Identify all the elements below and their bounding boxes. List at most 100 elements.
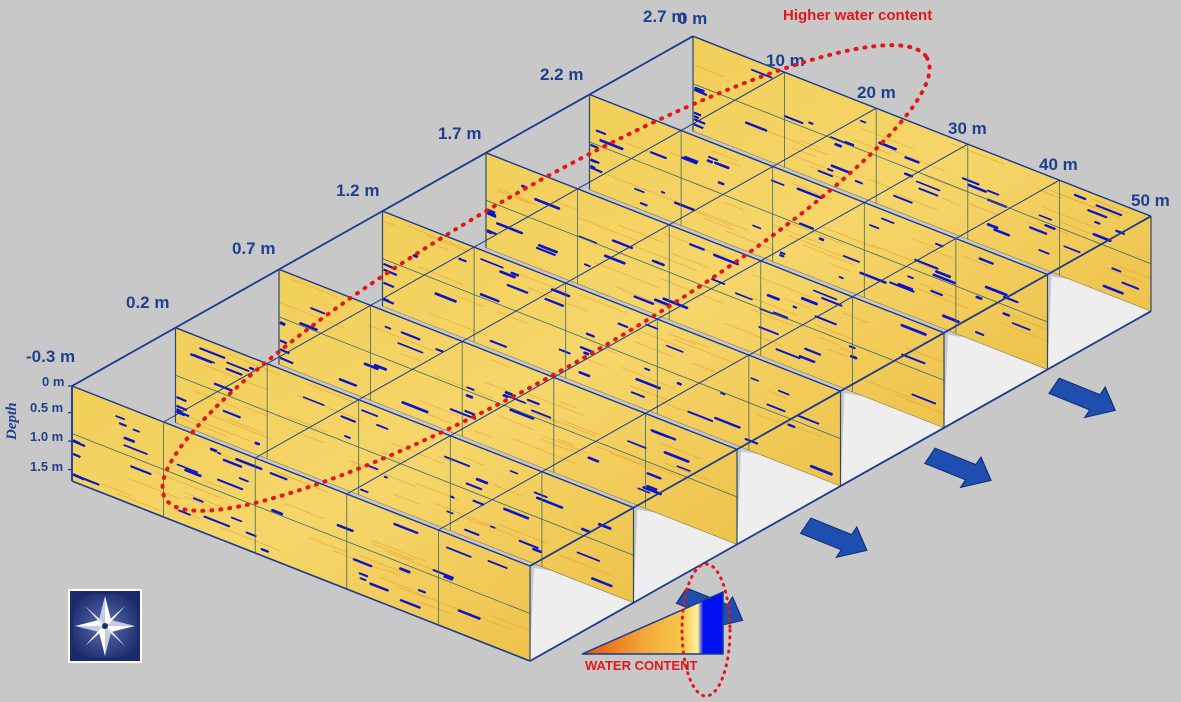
panel-texture (433, 502, 498, 529)
panel-texture (290, 278, 338, 298)
panel-texture (710, 149, 739, 162)
panel-texture (866, 380, 917, 401)
reflector (915, 180, 941, 192)
panel-texture (894, 192, 939, 211)
panel-texture (229, 354, 281, 375)
reflector (986, 189, 1000, 196)
reflector (666, 344, 684, 353)
panel-texture (579, 294, 626, 314)
reflector (340, 415, 356, 423)
reflector (1038, 214, 1052, 221)
panel-texture (456, 295, 485, 307)
reflector (245, 531, 257, 538)
edge-reflector (72, 473, 82, 479)
depth-tick-0: 0 m (42, 374, 64, 389)
profile-panels (71, 35, 1152, 662)
panel-texture (100, 483, 132, 496)
reflector (503, 393, 526, 404)
edge-reflector (279, 356, 294, 365)
panel-texture (543, 435, 587, 454)
panel-texture (183, 496, 212, 508)
reflector (363, 362, 379, 371)
reflector (535, 496, 564, 509)
panel-texture (371, 542, 415, 561)
panel-texture (765, 129, 829, 156)
reflector (783, 115, 804, 125)
reflector (717, 181, 725, 186)
reflector (509, 408, 535, 420)
panel-texture (814, 323, 853, 340)
reflector (475, 477, 489, 485)
panel-texture (798, 139, 821, 149)
reflector (750, 377, 759, 382)
reflector (1092, 232, 1112, 243)
reflector (849, 354, 858, 360)
panel-texture (790, 223, 843, 245)
compass-rose-icon (75, 596, 135, 656)
reflector (814, 315, 837, 326)
reflector (812, 289, 838, 301)
reflector (676, 465, 691, 472)
reflector (537, 243, 558, 254)
reflector (646, 472, 662, 480)
reflector (720, 392, 726, 396)
reflector (642, 486, 662, 496)
transverse-line-40m (438, 179, 1060, 531)
offset-label-line-3: 0.7 m (232, 239, 275, 258)
axis-labels: 0 m 10 m 20 m 30 m 40 m 50 m -0.3 m 0.2 … (4, 7, 1170, 474)
panel-texture (496, 190, 531, 205)
panel-texture (798, 356, 814, 364)
reflector (829, 136, 845, 144)
panel-texture (496, 187, 529, 202)
panel-texture (668, 150, 685, 159)
profile-top-line-4 (382, 210, 841, 392)
panel-texture (752, 274, 813, 299)
reflector (838, 276, 844, 280)
profile-top-line-3 (278, 268, 738, 451)
reflector (585, 332, 595, 338)
reflector (217, 478, 244, 491)
offset-label-line-1: -0.3 m (26, 347, 75, 366)
panel-texture (726, 160, 741, 168)
reflector (222, 458, 243, 468)
reflector (361, 409, 379, 418)
panel-texture (577, 217, 640, 243)
reflector (779, 254, 785, 258)
panel-texture (178, 416, 228, 437)
panel-texture (594, 261, 660, 289)
panel-texture (513, 438, 578, 465)
reflector (192, 497, 204, 503)
distance-label-20: 20 m (857, 83, 896, 102)
reflector (1073, 193, 1087, 201)
edge-reflector (590, 164, 596, 170)
reflector (1011, 322, 1031, 331)
reflector (533, 491, 548, 499)
reflector (487, 559, 508, 569)
edge-reflector (693, 118, 706, 125)
reflector (770, 179, 785, 186)
reflector (800, 296, 818, 306)
panel-texture (638, 460, 690, 482)
edge-reflector (590, 166, 603, 174)
reflector (359, 577, 367, 582)
panel-texture (557, 438, 575, 447)
reflector (260, 548, 270, 553)
reflector (367, 464, 379, 471)
reflector (249, 366, 255, 371)
reflector (310, 307, 326, 315)
panel-texture (434, 374, 494, 399)
reflector (535, 246, 556, 256)
profile-top-line-7 (692, 35, 1152, 217)
edge-reflector (279, 348, 290, 355)
reflector (918, 187, 939, 197)
high-water-highlight: Higher water content (160, 7, 932, 513)
reflector (192, 353, 215, 364)
reflector (766, 293, 780, 301)
panel-texture (392, 493, 420, 505)
panel-texture (189, 416, 252, 442)
panel-texture (458, 514, 487, 527)
panel-grid-horizontal (278, 316, 738, 498)
reflector (1095, 204, 1123, 217)
panel-texture (963, 255, 989, 267)
